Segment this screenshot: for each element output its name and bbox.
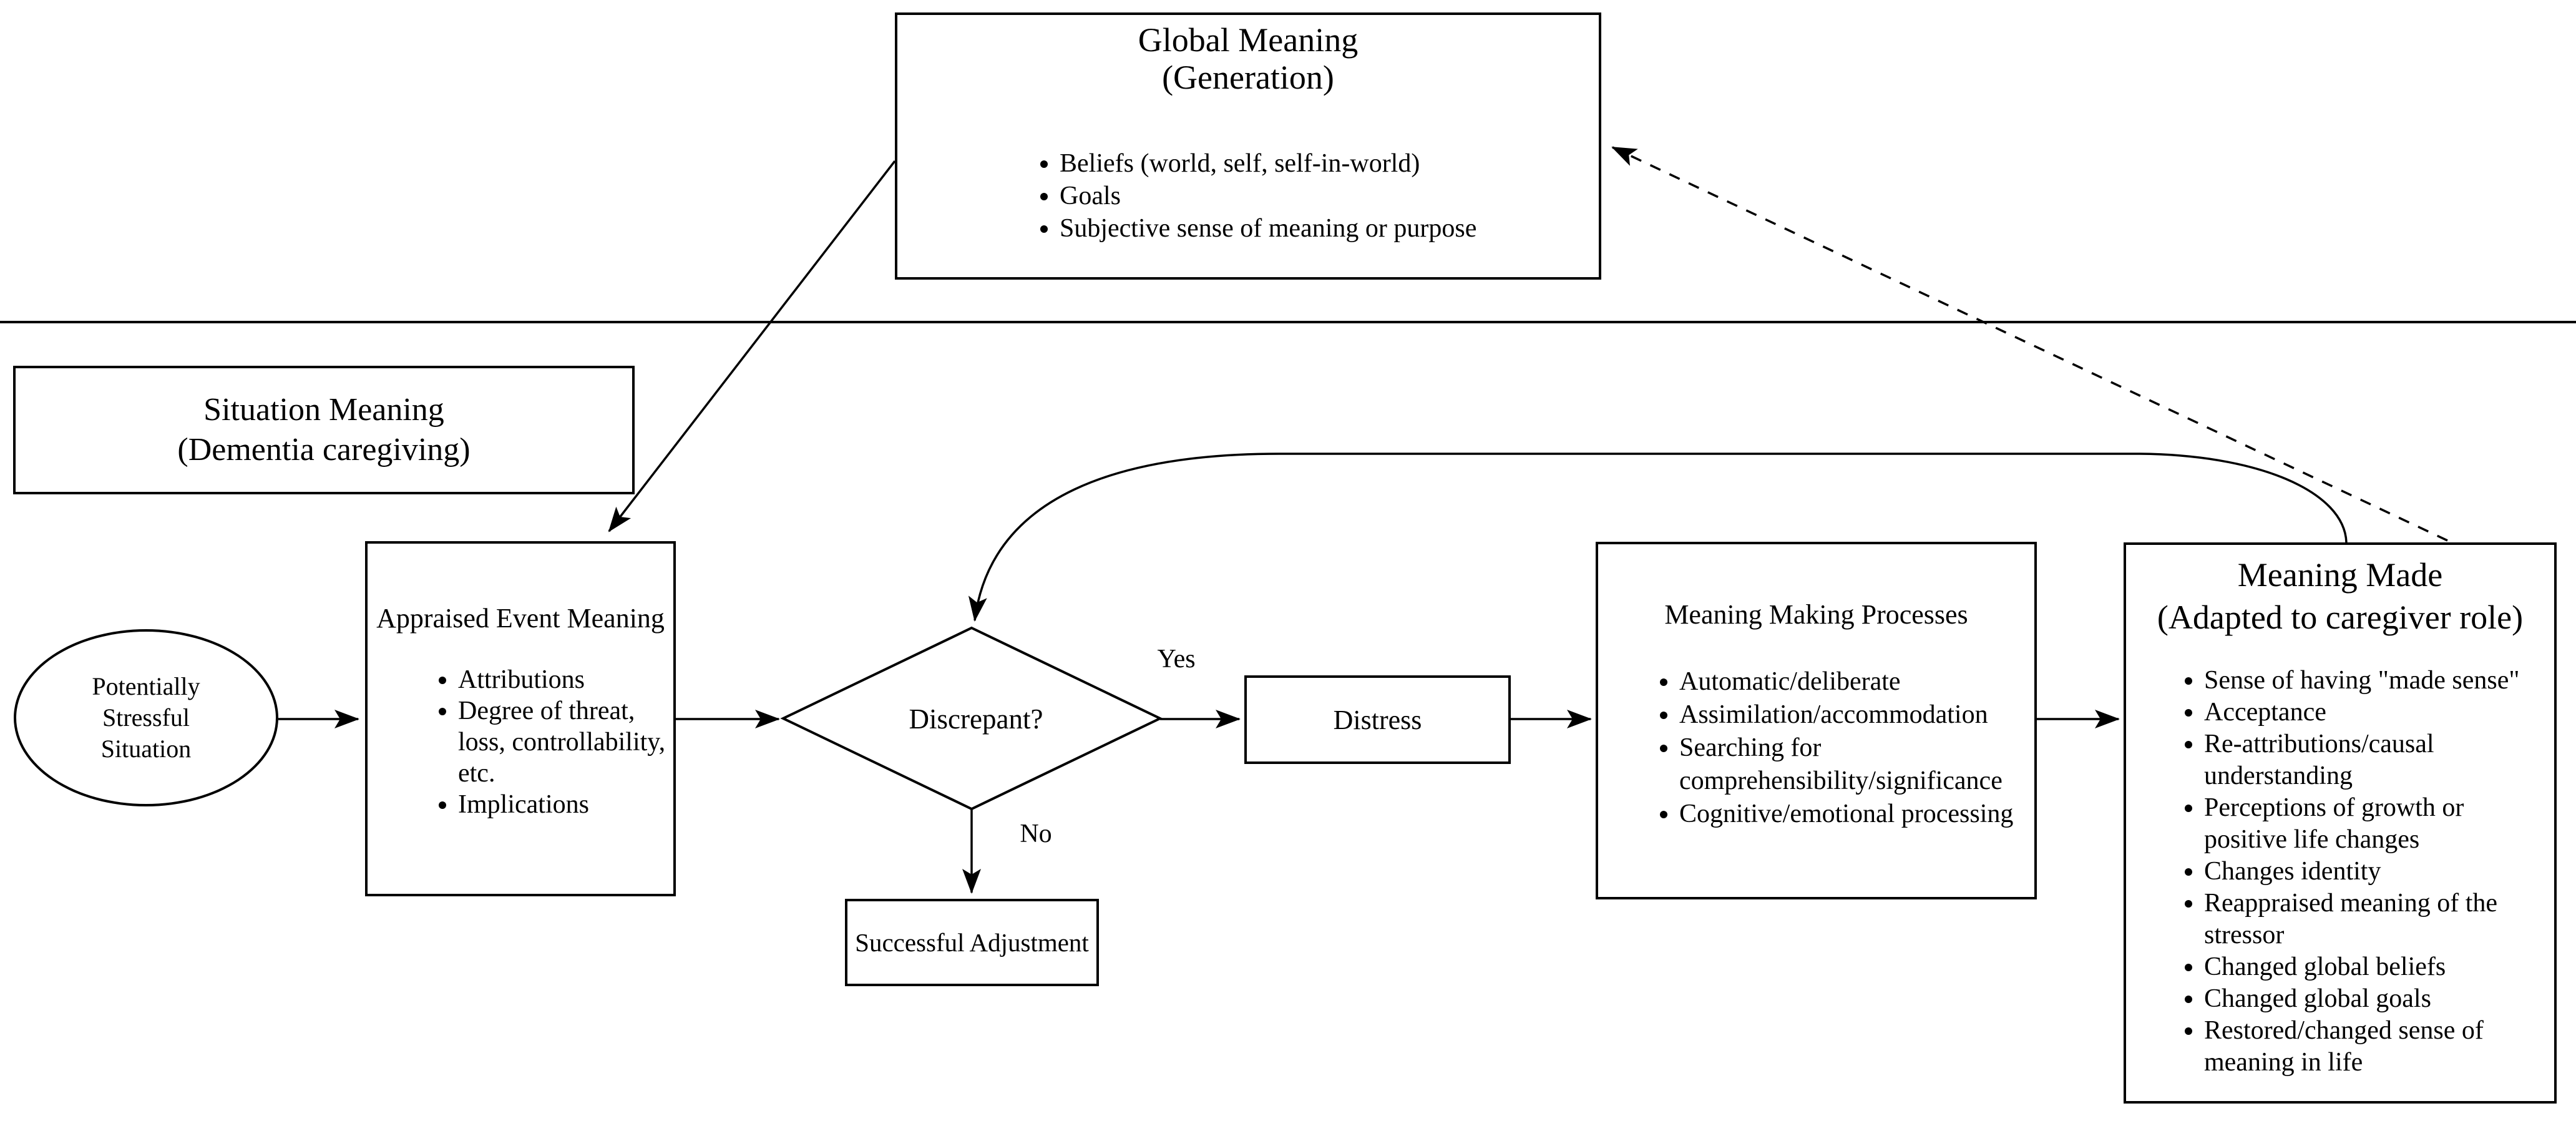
appraised-event-meaning-title: Appraised Event Meaning — [376, 603, 665, 634]
global-meaning-box: Global Meaning (Generation) Beliefs (wor… — [895, 12, 1601, 280]
bullet-item: Restored/changed sense of meaning in lif… — [2204, 1015, 2549, 1079]
bullet-item: Cognitive/emotional processing — [1679, 798, 2027, 831]
bullet-item: Beliefs (world, self, self-in-world) — [1060, 147, 1593, 180]
global-meaning-title-line2: (Generation) — [1162, 59, 1334, 96]
bullet-item: Perceptions of growth or positive life c… — [2204, 792, 2549, 856]
bullet-item: Goals — [1060, 180, 1593, 212]
bullet-item: Assimilation/accommodation — [1679, 698, 2027, 732]
bullet-item: Degree of threat, loss, controllability,… — [458, 695, 670, 789]
arrow-meaning-made-to-global-dashed — [1611, 146, 2448, 542]
bullet-item: Re-attributions/causal understanding — [2204, 728, 2549, 792]
arrow-global-to-appraised — [608, 160, 896, 532]
meaning-made-bullet-list: Sense of having "made sense"AcceptanceRe… — [2126, 665, 2554, 1079]
stressful-line2: Stressful — [102, 703, 190, 732]
stressful-line3: Situation — [100, 735, 192, 763]
bullet-item: Sense of having "made sense" — [2204, 665, 2549, 697]
appraised-event-meaning-bullet-list: AttributionsDegree of threat, loss, cont… — [368, 664, 673, 820]
meaning-made-box: Meaning Made (Adapted to caregiver role)… — [2124, 542, 2557, 1104]
potentially-stressful-situation-ellipse: Potentially Stressful Situation — [14, 629, 278, 806]
bullet-item: Subjective sense of meaning or purpose — [1060, 212, 1593, 245]
bullet-item: Implications — [458, 789, 670, 820]
situation-meaning-title-line1: Situation Meaning — [203, 392, 444, 428]
yes-edge-label: Yes — [1157, 645, 1196, 673]
meaning-making-processes-title: Meaning Making Processes — [1664, 599, 1968, 630]
distress-box: Distress — [1244, 675, 1511, 764]
bullet-item: Reappraised meaning of the stressor — [2204, 888, 2549, 951]
meaning-made-title: Meaning Made (Adapted to caregiver role) — [2126, 554, 2554, 639]
global-meaning-title: Global Meaning (Generation) — [897, 21, 1599, 96]
meaning-making-processes-box: Meaning Making Processes Automatic/delib… — [1596, 542, 2037, 899]
meaning-made-title-line2: (Adapted to caregiver role) — [2157, 599, 2524, 636]
successful-adjustment-label: Successful Adjustment — [855, 928, 1089, 957]
global-meaning-title-line1: Global Meaning — [1138, 21, 1359, 59]
successful-adjustment-box: Successful Adjustment — [845, 899, 1099, 986]
bullet-item: Searching for comprehensibility/signific… — [1679, 732, 2027, 798]
stressful-line1: Potentially — [92, 672, 200, 700]
situation-meaning-box: Situation Meaning (Dementia caregiving) — [13, 366, 635, 494]
no-edge-label: No — [1020, 820, 1052, 848]
situation-meaning-title-line2: (Dementia caregiving) — [177, 432, 471, 468]
meaning-made-title-line1: Meaning Made — [2237, 556, 2443, 594]
bullet-item: Changes identity — [2204, 856, 2549, 888]
bullet-item: Changed global goals — [2204, 983, 2549, 1015]
bullet-item: Automatic/deliberate — [1679, 665, 2027, 698]
meaning-making-processes-bullet-list: Automatic/deliberateAssimilation/accommo… — [1598, 665, 2034, 831]
distress-label: Distress — [1333, 704, 1422, 735]
bullet-item: Acceptance — [2204, 697, 2549, 728]
arrow-meaning-made-to-discrepant-feedback — [968, 453, 2348, 622]
bullet-item: Changed global beliefs — [2204, 951, 2549, 983]
discrepant-diamond-label: Discrepant? — [909, 703, 1043, 735]
bullet-item: Attributions — [458, 664, 670, 695]
global-meaning-bullet-list: Beliefs (world, self, self-in-world)Goal… — [897, 147, 1599, 245]
appraised-event-meaning-box: Appraised Event Meaning AttributionsDegr… — [365, 541, 676, 896]
